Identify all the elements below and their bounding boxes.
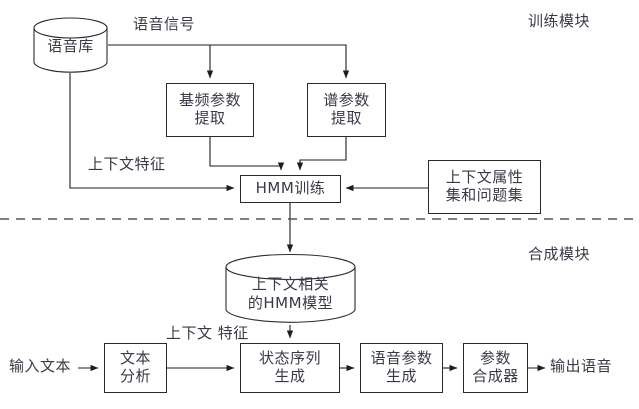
- label-speech-signal: 语音信号: [133, 15, 196, 33]
- datastore-context-dependent-hmm-model[interactable]: 上下文相关 的HMM模型: [225, 253, 356, 325]
- box-parameter-synthesizer-line2: 合成器: [472, 367, 519, 385]
- datastore-speech-corpus-label: 语音库: [47, 37, 94, 55]
- box-spectrum-parameter-extraction[interactable]: 谱参数 提取: [307, 83, 386, 137]
- label-context-feature-training: 上下文特征: [88, 155, 166, 173]
- box-speech-parameter-generation-line2: 生成: [385, 367, 417, 385]
- cylinder-shape: [33, 17, 108, 73]
- box-text-analysis-line2: 分析: [119, 367, 151, 385]
- box-f0-parameter-extraction[interactable]: 基频参数 提取: [166, 83, 254, 137]
- datastore-hmm-model-label-line2: 的HMM模型: [247, 294, 334, 312]
- box-context-attribute-question-set-line1: 上下文属性: [445, 168, 524, 187]
- label-training-module: 训练模块: [528, 12, 591, 30]
- cylinder-shape: [225, 253, 356, 323]
- box-text-analysis[interactable]: 文本 分析: [104, 343, 167, 393]
- label-context-feature-synthesis: 上下文 特征: [166, 324, 249, 343]
- label-synthesis-module: 合成模块: [528, 245, 591, 263]
- box-text-analysis-line1: 文本: [119, 349, 151, 368]
- edge-corpus-to-hmm: [69, 73, 235, 192]
- label-context-feature-synthesis-line2: 特征: [217, 324, 249, 342]
- box-hmm-training[interactable]: HMM训练: [240, 175, 341, 203]
- label-input-text: 输入文本: [9, 357, 72, 375]
- box-state-sequence-generation[interactable]: 状态序列 生成: [240, 343, 340, 393]
- box-spectrum-parameter-extraction-line1: 谱参数: [323, 91, 370, 110]
- box-state-sequence-generation-line1: 状态序列: [258, 349, 321, 368]
- label-output-speech: 输出语音: [550, 357, 613, 375]
- box-speech-parameter-generation-line1: 语音参数: [370, 349, 433, 368]
- datastore-hmm-model-label-line1: 上下文相关: [251, 275, 330, 293]
- box-speech-parameter-generation[interactable]: 语音参数 生成: [360, 343, 443, 393]
- box-context-attribute-question-set[interactable]: 上下文属性 集和问题集: [428, 160, 541, 214]
- edge-f0-to-hmm: [209, 137, 285, 171]
- box-f0-parameter-extraction-line2: 提取: [194, 109, 226, 127]
- box-context-attribute-question-set-line2: 集和问题集: [445, 186, 524, 204]
- box-parameter-synthesizer[interactable]: 参数 合成器: [463, 343, 528, 393]
- edge-spectrum-to-hmm: [296, 137, 347, 171]
- label-context-feature-synthesis-line1: 上下文: [166, 324, 213, 342]
- box-state-sequence-generation-line2: 生成: [274, 367, 306, 385]
- edge-trunk-to-spectrum: [210, 44, 350, 79]
- datastore-speech-corpus[interactable]: 语音库: [33, 17, 108, 74]
- box-spectrum-parameter-extraction-line2: 提取: [330, 109, 362, 127]
- box-f0-parameter-extraction-line1: 基频参数: [178, 91, 241, 110]
- box-hmm-training-label: HMM训练: [255, 179, 326, 198]
- box-parameter-synthesizer-line1: 参数: [479, 349, 511, 368]
